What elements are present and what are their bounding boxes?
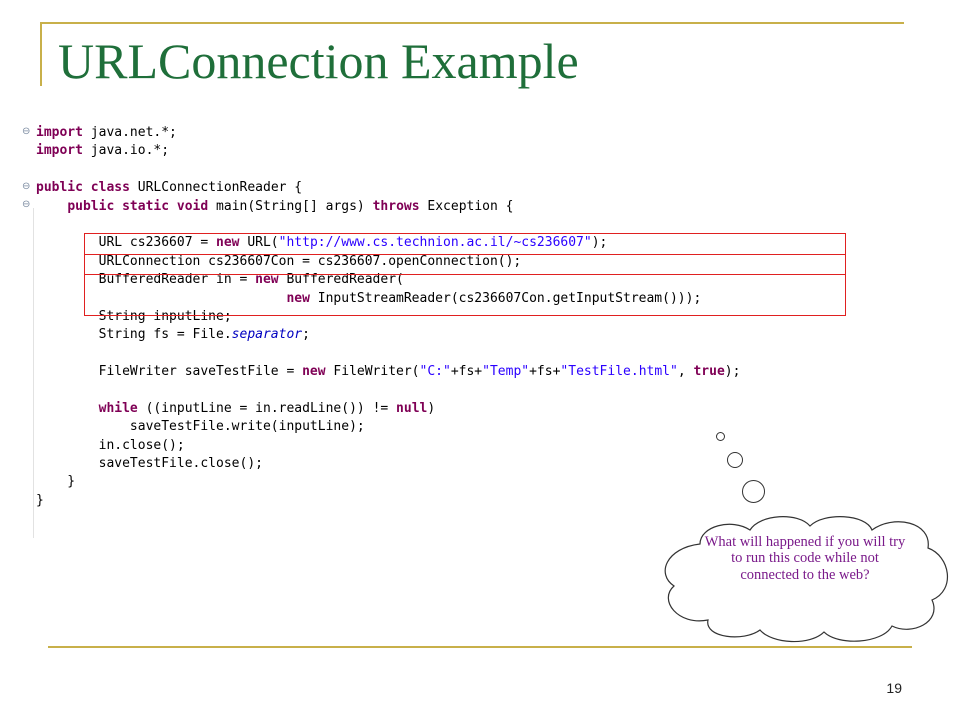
- code-token: [36, 401, 99, 416]
- code-line: [36, 161, 740, 179]
- highlight-box-reader: [84, 274, 846, 316]
- code-line: }: [36, 473, 740, 491]
- code-token: java.net.*;: [82, 125, 177, 140]
- code-token: class: [90, 180, 130, 196]
- fold-marker-icon: ⊖: [22, 126, 31, 137]
- code-gutter: [33, 208, 34, 538]
- code-token: "Temp": [482, 364, 530, 380]
- slide-title: URLConnection Example: [58, 33, 579, 89]
- code-token: FileWriter(: [325, 364, 420, 380]
- code-line: new InputStreamReader(cs236607Con.getInp…: [36, 290, 740, 308]
- code-token: }: [36, 492, 44, 508]
- thought-bubble-dot-medium: [727, 452, 743, 468]
- code-line: URLConnection cs236607Con = cs236607.ope…: [36, 253, 740, 271]
- code-token: ): [427, 400, 436, 416]
- code-token: new: [286, 290, 310, 306]
- code-token: Exception {: [419, 198, 514, 214]
- code-line: while ((inputLine = in.readLine()) != nu…: [36, 400, 740, 418]
- code-line: public class URLConnectionReader {: [36, 179, 740, 197]
- code-token: import: [36, 143, 83, 159]
- code-line: import java.net.*;: [36, 124, 740, 142]
- code-token: String inputLine;: [36, 308, 232, 324]
- code-line: URL cs236607 = new URL("http://www.cs.te…: [36, 234, 740, 252]
- code-token: URLConnection cs236607Con = cs236607.ope…: [36, 253, 522, 269]
- highlight-box-connection: [84, 254, 846, 275]
- code-token: null: [396, 400, 428, 416]
- code-token: BufferedReader in =: [36, 272, 256, 288]
- code-token: [114, 199, 122, 214]
- code-token: separator: [231, 327, 303, 343]
- thought-cloud-shape: [664, 516, 948, 643]
- code-token: ;: [302, 327, 310, 343]
- code-token: public: [36, 180, 83, 196]
- code-line: [36, 345, 740, 363]
- frame-left-line: [40, 22, 42, 86]
- code-token: "http://www.cs.technion.ac.il/~cs236607": [278, 235, 592, 251]
- code-token: String fs = File.: [36, 327, 232, 343]
- code-token: ,: [677, 364, 694, 380]
- code-token: URL cs236607 =: [36, 235, 217, 251]
- code-line: import java.io.*;: [36, 142, 740, 160]
- code-token: throws: [372, 198, 420, 214]
- code-token: public: [67, 198, 115, 214]
- frame-top-line: [40, 22, 904, 24]
- code-line: FileWriter saveTestFile = new FileWriter…: [36, 363, 741, 381]
- code-block: import java.net.*;import java.io.*; publ…: [36, 124, 740, 510]
- code-line: String fs = File.separator;: [36, 326, 740, 344]
- callout-text: What will happened if you will try to ru…: [704, 534, 906, 583]
- page-number: 19: [886, 680, 902, 696]
- thought-bubble-dot-large: [742, 480, 765, 503]
- code-token: FileWriter saveTestFile =: [36, 364, 303, 380]
- code-token: while: [98, 400, 138, 416]
- code-token: in.close();: [36, 437, 185, 453]
- code-token: BufferedReader(: [278, 272, 404, 288]
- code-token: );: [591, 235, 608, 251]
- highlight-box-url: [84, 233, 846, 255]
- code-line: saveTestFile.write(inputLine);: [36, 418, 740, 436]
- code-token: import: [36, 125, 83, 140]
- code-token: new: [216, 235, 240, 251]
- fold-marker-icon: ⊖: [22, 181, 31, 192]
- code-token: main(String[] args): [208, 198, 373, 214]
- thought-cloud: [664, 516, 948, 643]
- thought-bubble-dot-small: [716, 432, 725, 441]
- code-token: saveTestFile.write(inputLine);: [36, 419, 365, 435]
- code-token: ((inputLine = in.readLine()) !=: [137, 400, 397, 416]
- code-line: saveTestFile.close();: [36, 455, 740, 473]
- code-token: new: [255, 272, 279, 288]
- code-token: }: [36, 474, 76, 490]
- fold-marker-icon: ⊖: [22, 199, 31, 210]
- code-token: saveTestFile.close();: [36, 456, 263, 472]
- code-token: [169, 199, 177, 214]
- code-token: [83, 180, 91, 195]
- code-token: URLConnectionReader {: [129, 180, 303, 196]
- code-token: void: [176, 198, 209, 214]
- code-line: }: [36, 492, 740, 510]
- code-line: public static void main(String[] args) t…: [36, 198, 740, 216]
- code-line: String inputLine;: [36, 308, 740, 326]
- code-token: "C:": [419, 364, 451, 380]
- code-line: in.close();: [36, 437, 740, 455]
- code-token: java.io.*;: [82, 143, 170, 159]
- code-token: +fs+: [529, 364, 561, 380]
- code-token: new: [302, 364, 326, 380]
- code-token: InputStreamReader(cs236607Con.getInputSt…: [309, 290, 702, 306]
- code-token: static: [122, 198, 170, 214]
- code-token: );: [724, 364, 741, 380]
- code-token: +fs+: [450, 364, 483, 380]
- code-token: true: [693, 364, 725, 380]
- code-line: [36, 381, 740, 399]
- code-token: URL(: [239, 235, 279, 251]
- code-line: [36, 216, 740, 234]
- frame-bottom-line: [48, 646, 912, 648]
- code-token: [36, 199, 67, 214]
- code-line: BufferedReader in = new BufferedReader(: [36, 271, 740, 289]
- code-token: "TestFile.html": [560, 364, 678, 380]
